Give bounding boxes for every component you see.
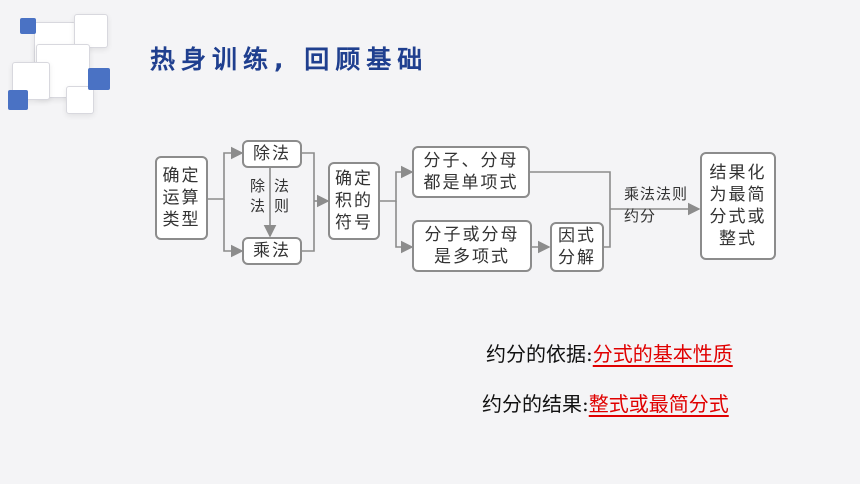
node-label: 分子、分母 都是单项式	[423, 151, 519, 193]
node-polynomial-case: 分子或分母 是多项式	[412, 220, 532, 272]
edge-label-multiplication-rule: 乘法法则	[624, 185, 689, 203]
note-value-highlight: 整式或最简分式	[588, 392, 729, 416]
node-label: 除法	[253, 144, 291, 164]
edge-label-division-rule-1: 除 法	[250, 177, 267, 215]
node-determine-type: 确定 运算 类型	[155, 156, 208, 240]
node-monomial-case: 分子、分母 都是单项式	[412, 146, 530, 198]
node-factorize: 因式 分解	[550, 222, 604, 272]
node-label: 乘法	[253, 241, 291, 261]
decor-square	[74, 14, 108, 48]
note-reduction-basis: 约分的依据:分式的基本性质	[486, 338, 733, 367]
node-label: 确定 积的 符号	[335, 169, 373, 233]
node-determine-sign: 确定 积的 符号	[328, 162, 380, 240]
node-label: 分子或分母 是多项式	[424, 225, 520, 267]
decor-square-blue	[8, 90, 28, 110]
page-title: 热身训练, 回顾基础	[150, 45, 429, 74]
decor-square-blue	[88, 68, 110, 90]
edge-label-division-rule-2: 法 则	[274, 177, 291, 215]
note-label: 约分的结果:	[482, 392, 589, 416]
decor-square	[66, 86, 94, 114]
node-result: 结果化 为最简 分式或 整式	[700, 152, 776, 260]
note-reduction-result: 约分的结果:整式或最简分式	[482, 388, 729, 417]
note-value-highlight: 分式的基本性质	[592, 342, 733, 366]
node-label: 结果化 为最简 分式或 整式	[709, 163, 767, 249]
note-label: 约分的依据:	[486, 342, 593, 366]
node-label: 确定 运算 类型	[162, 166, 201, 230]
decor-square-blue	[20, 18, 36, 34]
node-label: 因式 分解	[558, 226, 596, 268]
node-multiplication: 乘法	[242, 237, 302, 265]
edge-label-reduce: 约分	[624, 207, 657, 225]
node-division: 除法	[242, 140, 302, 168]
